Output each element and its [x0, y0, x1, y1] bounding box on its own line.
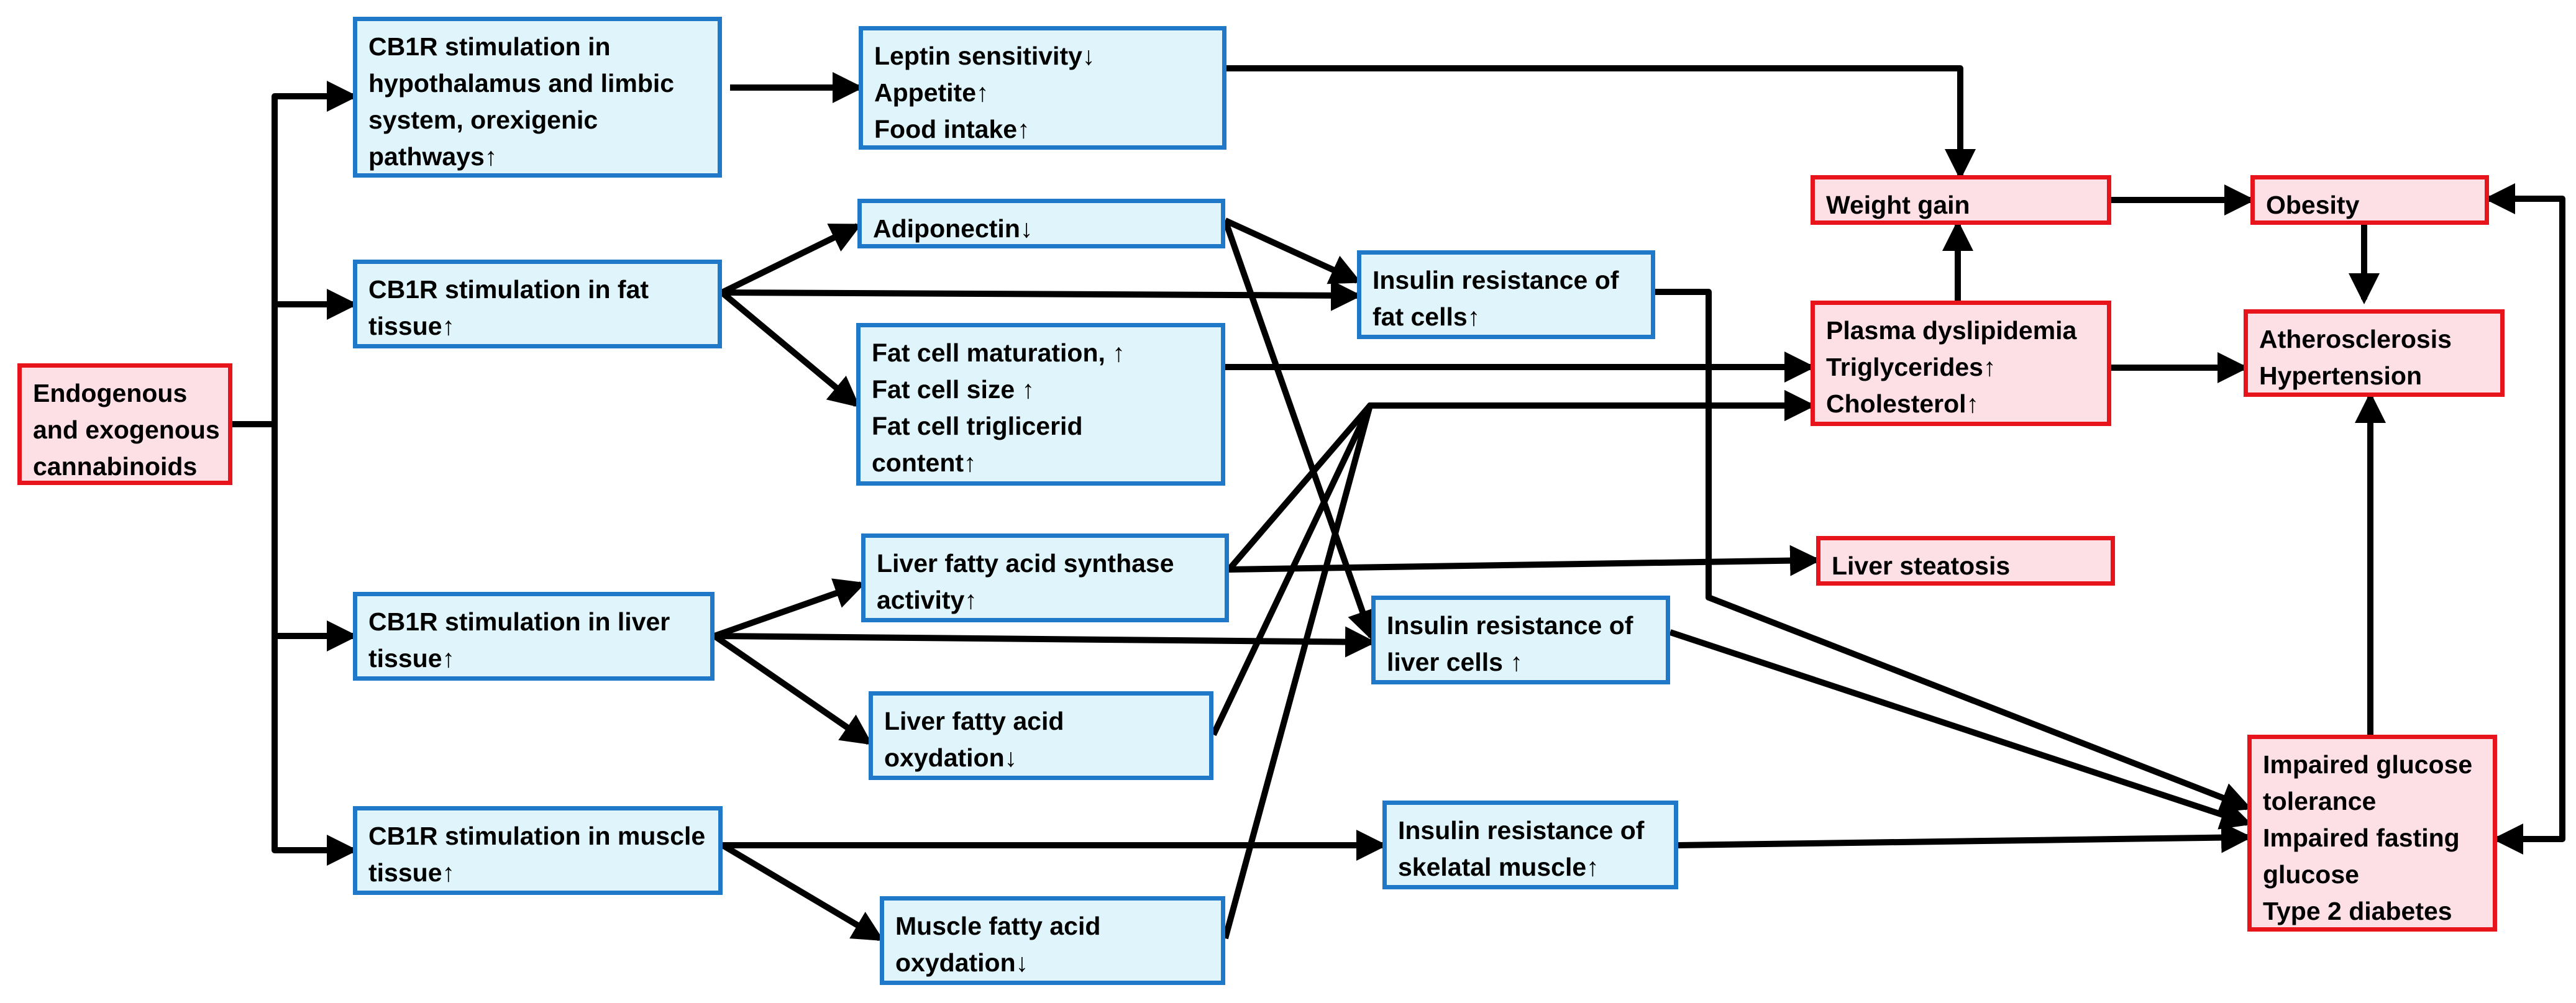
node-text-line: tissue↑	[368, 858, 455, 887]
arrow-ir_muscle-to-glucose	[1678, 822, 2252, 853]
arrow-cb1r_liver-to-liver_oxy	[713, 633, 873, 745]
node-text-line: Liver steatosis	[1832, 551, 2011, 580]
arrow-cb1r_liver-to-liver_fas	[713, 578, 866, 639]
node-text-line: Impaired fasting	[2263, 824, 2460, 852]
arrow-ir_fat-to-glucose	[1655, 289, 2252, 813]
node-text-line: oxydation↓	[895, 948, 1029, 977]
node-text-line: Fat cell size ↑	[872, 375, 1035, 404]
node-liver-oxy: Liver fatty acid oxydation↓	[869, 691, 1213, 780]
node-ir-fat: Insulin resistance of fat cells↑	[1357, 250, 1655, 339]
node-text-line: CB1R stimulation in liver	[368, 607, 670, 636]
node-text-line: Food intake↑	[874, 115, 1030, 143]
node-ir-muscle: Insulin resistance of skelatal muscle↑	[1382, 801, 1678, 889]
node-text-line: Impaired glucose	[2263, 750, 2473, 779]
node-text-line: Obesity	[2266, 191, 2360, 219]
node-text-line: Adiponectin↓	[873, 214, 1033, 243]
node-text-line: and exogenous	[33, 415, 220, 444]
node-text-line: Fat cell maturation, ↑	[872, 338, 1125, 367]
node-text-line: content↑	[872, 448, 977, 477]
node-text-line: activity↑	[877, 586, 977, 614]
node-text-line: pathways↑	[368, 142, 498, 171]
arrow-cannabinoids-to-cb1r_hypothalamus	[232, 81, 359, 427]
node-text-line: cannabinoids	[33, 452, 198, 481]
node-text-line: Fat cell triglicerid	[872, 412, 1083, 440]
node-text-line: Hypertension	[2259, 361, 2422, 390]
arrow-liver_fas-to-steatosis	[1228, 545, 1821, 576]
node-text-line: Atherosclerosis	[2259, 325, 2452, 353]
node-text-line: oxydation↓	[884, 743, 1018, 772]
node-fat-cell: Fat cell maturation, ↑ Fat cell size ↑ Fat…	[856, 323, 1225, 486]
arrow-cb1r_liver-to-ir_liver	[714, 626, 1376, 658]
node-text-line: tissue↑	[368, 644, 455, 673]
node-cb1r-liver: CB1R stimulation in liver tissue↑	[353, 592, 715, 681]
arrow-cannabinoids-to-cb1r_muscle	[272, 636, 359, 866]
arrow-adiponectin-to-ir_fat	[1223, 217, 1362, 284]
node-text-line: Cholesterol↑	[1826, 389, 1980, 418]
node-text-line: CB1R stimulation in	[368, 32, 611, 61]
node-text-line: Endogenous	[33, 379, 188, 407]
node-weight-gain: Weight gain	[1811, 175, 2111, 225]
node-text-line: Insulin resistance of	[1372, 266, 1619, 294]
node-text-line: Insulin resistance of	[1387, 611, 1633, 640]
arrow-cb1r_fat-to-fat_cell	[719, 290, 861, 408]
node-cb1r-muscle: CB1R stimulation in muscle tissue↑	[353, 806, 723, 895]
node-liver-fas: Liver fatty acid synthase activity↑	[861, 533, 1229, 622]
node-text-line: fat cells↑	[1372, 302, 1481, 331]
node-leptin: Leptin sensitivity↓ Appetite↑ Food intake↑	[859, 26, 1226, 150]
node-text-line: Plasma dyslipidemia	[1826, 316, 2077, 345]
arrow-muscle_oxy-to-dyslipidemia	[1222, 390, 1816, 940]
arrow-cb1r_muscle-to-muscle_oxy	[721, 842, 884, 942]
node-text-line: hypothalamus and limbic	[368, 69, 675, 98]
node-text-line: Leptin sensitivity↓	[874, 42, 1095, 70]
node-text-line: Type 2 diabetes	[2263, 897, 2452, 925]
node-obesity: Obesity	[2250, 175, 2489, 225]
node-text-line: skelatal muscle↑	[1398, 853, 1599, 881]
node-text-line: tolerance	[2263, 787, 2377, 815]
node-muscle-oxy: Muscle fatty acid oxydation↓	[880, 896, 1225, 985]
node-text-line: Insulin resistance of	[1398, 816, 1645, 845]
node-text-line: Weight gain	[1826, 191, 1970, 219]
node-steatosis: Liver steatosis	[1816, 536, 2115, 586]
node-text-line: Triglycerides↑	[1826, 353, 1996, 381]
arrow-cannabinoids-to-cb1r_liver	[272, 424, 359, 651]
node-cannabinoids: Endogenous and exogenous cannabinoids	[17, 363, 232, 485]
node-text-line: glucose	[2263, 860, 2359, 889]
node-text-line: Liver fatty acid	[884, 707, 1064, 735]
node-adiponectin: Adiponectin↓	[857, 199, 1225, 248]
node-text-line: Liver fatty acid synthase	[877, 549, 1174, 578]
node-text-line: CB1R stimulation in fat	[368, 275, 649, 304]
node-text-line: Muscle fatty acid	[895, 912, 1101, 940]
arrow-glucose-to-obesity	[2483, 183, 2565, 842]
arrow-cb1r_fat-to-ir_fat	[721, 279, 1362, 311]
node-cb1r-hypothalamus: CB1R stimulation in hypothalamus and limb…	[353, 17, 722, 178]
node-text-line: CB1R stimulation in muscle	[368, 822, 706, 850]
node-text-line: system, orexigenic	[368, 106, 598, 134]
node-text-line: Appetite↑	[874, 78, 989, 107]
arrow-leptin-to-weight_gain	[1226, 65, 1976, 181]
node-text-line: liver cells ↑	[1387, 648, 1523, 676]
arrow-cb1r_fat-to-adiponectin	[720, 223, 862, 296]
node-text-line: tissue↑	[368, 312, 455, 340]
node-cb1r-fat: CB1R stimulation in fat tissue↑	[353, 260, 722, 348]
node-ir-liver: Insulin resistance of liver cells ↑	[1371, 596, 1670, 684]
arrow-ir_liver-to-glucose	[1669, 629, 2252, 830]
